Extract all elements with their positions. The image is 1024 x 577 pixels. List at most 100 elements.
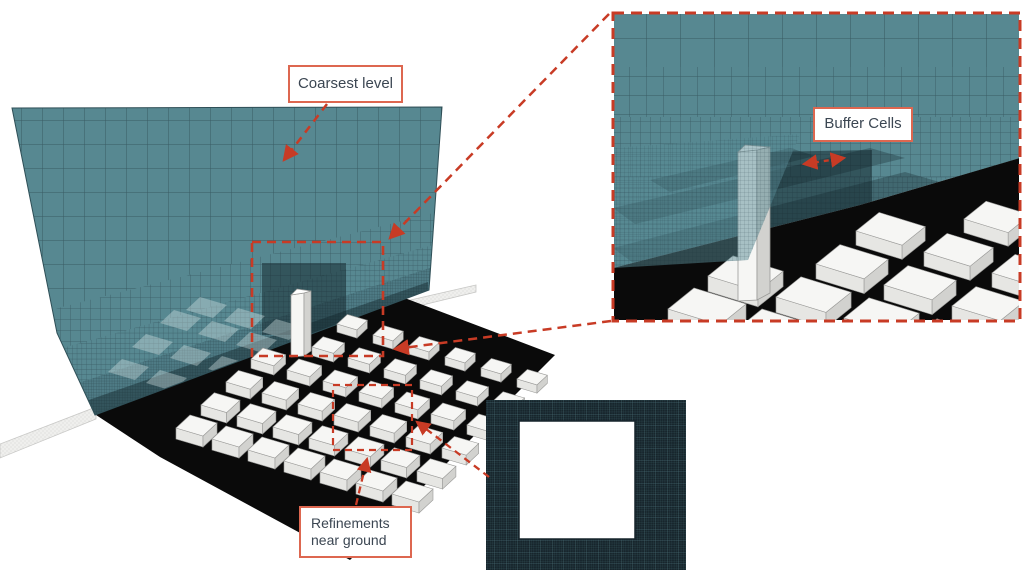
coarsest-level-label-text: Coarsest level — [297, 74, 394, 92]
building-box-top — [855, 212, 926, 246]
building-box-top — [200, 392, 241, 413]
building-box-side — [992, 388, 1018, 425]
building-box-top — [355, 469, 398, 492]
ghost-building — [132, 334, 173, 355]
building-box-top — [843, 297, 920, 320]
ground-beam-left — [0, 406, 97, 459]
building-box-top — [380, 447, 421, 468]
building-box-top — [516, 369, 548, 386]
building-box-top — [883, 265, 957, 301]
tower-top — [289, 288, 312, 296]
refinement-label-arrow — [354, 456, 372, 506]
building-box-side — [788, 325, 814, 362]
building-box-top — [394, 391, 431, 411]
refinements-label-text: Refinements near ground — [311, 514, 390, 549]
building-box-top — [951, 286, 1019, 320]
building-box-top — [775, 276, 852, 313]
ghost-building — [186, 297, 227, 318]
building-box-top — [935, 318, 942, 320]
building-box-top — [333, 403, 372, 423]
tower-side — [303, 290, 312, 357]
building-box-side — [962, 334, 987, 370]
ghost-building — [170, 345, 211, 366]
building-box-front — [1008, 414, 1024, 446]
building-box-top — [872, 351, 950, 388]
building-box-top — [416, 458, 457, 479]
building-box-top — [247, 436, 290, 459]
building-box-top — [308, 425, 349, 446]
buffer-cells-label: Buffer Cells — [813, 107, 913, 142]
building-box-top — [211, 425, 254, 448]
fine-mesh-detail — [486, 400, 686, 570]
building-box-top — [480, 358, 512, 375]
buffer-cells-label-text: Buffer Cells — [824, 115, 902, 133]
zoom-region-rect — [250, 240, 385, 358]
building-box-front — [991, 272, 1019, 296]
building-box-front — [872, 372, 924, 404]
building-box-top — [383, 358, 418, 376]
building-box-top — [297, 392, 336, 412]
building-box-top — [369, 414, 408, 434]
inset-buffer-mesh-overlay — [614, 134, 800, 268]
ghost-building — [198, 321, 239, 342]
inset-link-top — [388, 13, 610, 240]
building-box-top — [804, 330, 882, 367]
annotations — [250, 13, 612, 506]
building-box-top — [419, 369, 454, 387]
inset-band-coarse — [614, 14, 1019, 67]
ghost-building — [160, 310, 201, 331]
building-box-front — [980, 360, 1024, 391]
buffer-cells-span-arrow — [801, 152, 847, 170]
building-box-top — [225, 370, 264, 390]
main-scene — [0, 106, 555, 560]
building-box-top — [250, 347, 287, 367]
coarsest-level-label: Coarsest level — [288, 65, 403, 103]
building-box-side — [924, 367, 950, 404]
building-box-top — [923, 233, 994, 267]
refinements-label: Refinements near ground — [299, 506, 412, 558]
fine-mesh-hole — [518, 420, 636, 540]
building-box-top — [311, 336, 346, 354]
building-box-side — [856, 346, 882, 383]
tower — [289, 288, 312, 358]
fine-mesh-link — [415, 420, 490, 478]
building-box-top — [747, 308, 799, 320]
refinement-region-rect — [331, 383, 414, 452]
building-box-top — [283, 447, 326, 470]
building-box-top — [980, 340, 1024, 376]
main-buildings — [175, 314, 548, 514]
building-box-front — [940, 393, 992, 425]
building-box-top — [815, 244, 889, 280]
building-box-top — [344, 436, 385, 457]
tower-front — [290, 292, 305, 358]
building-box-top — [444, 347, 476, 364]
building-box-top — [991, 254, 1019, 282]
ghost-building — [108, 359, 149, 380]
building-box-top — [455, 380, 490, 398]
building-box-top — [261, 381, 300, 401]
building-box-top — [391, 480, 434, 503]
building-box-top — [175, 414, 218, 437]
building-box-top — [286, 358, 323, 378]
building-box-front — [843, 317, 852, 320]
inset-link-bottom — [392, 319, 612, 356]
building-box-top — [1008, 393, 1024, 430]
building-box-top — [430, 402, 467, 422]
inset-dashed-border — [611, 11, 1022, 323]
inset-buildings — [667, 200, 1024, 446]
building-box-front — [804, 351, 856, 383]
ghost-building — [224, 308, 265, 329]
ghost-building — [236, 332, 277, 353]
building-box-top — [272, 414, 313, 435]
building-box-front — [912, 339, 962, 370]
building-box-top — [372, 325, 404, 342]
building-box-side — [1007, 223, 1019, 247]
building-box-top — [940, 372, 1018, 409]
building-box-front — [736, 330, 788, 362]
building-box-top — [236, 403, 277, 424]
building-box-top — [963, 200, 1019, 233]
building-box-top — [336, 314, 368, 331]
inset-scene — [614, 14, 1024, 446]
